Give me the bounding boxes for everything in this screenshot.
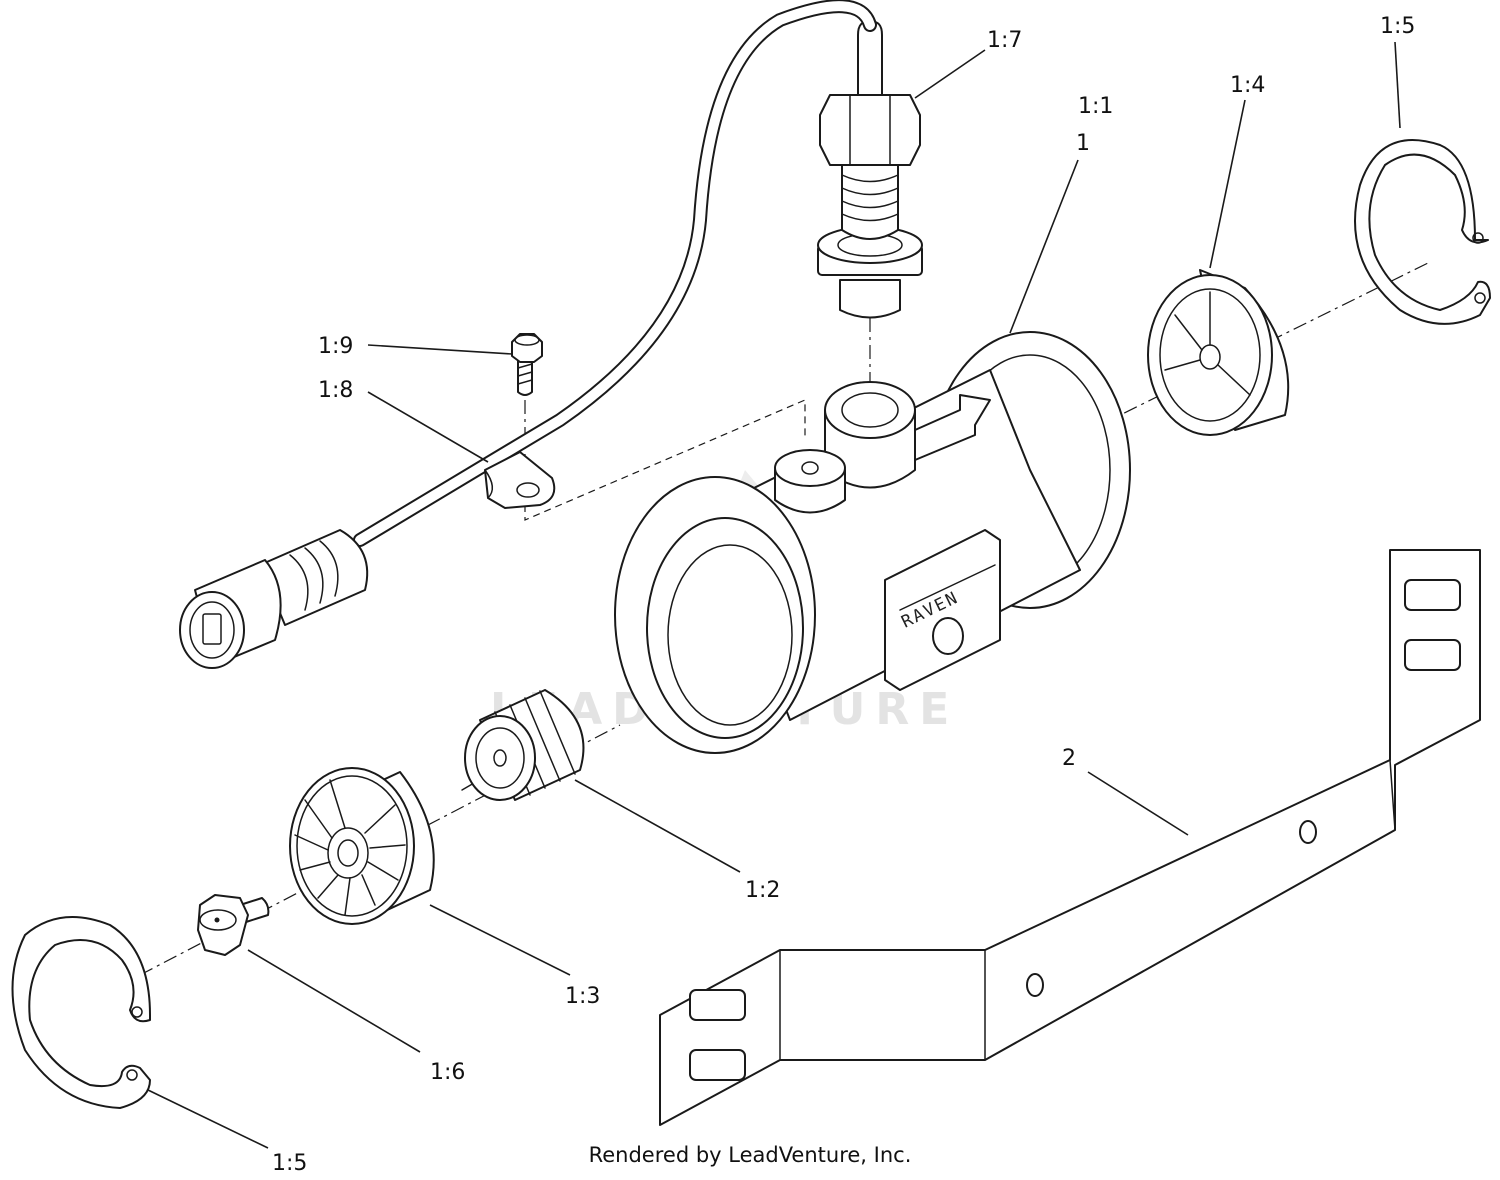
bracket-slot-icon (689, 1049, 746, 1081)
screw (511, 333, 543, 396)
callout-1-7: 1:7 (987, 28, 1022, 53)
ring-eye-icon (131, 1006, 143, 1018)
callout-labels: 1:7 1:5 1:1 1 1:4 1:9 1:8 2 1:2 1:3 1:6 … (272, 14, 1415, 1176)
callout-1-8: 1:8 (318, 378, 353, 403)
rotor-hub-upper (1147, 269, 1290, 436)
callout-1-9: 1:9 (318, 334, 353, 359)
callout-1-6: 1:6 (430, 1060, 465, 1085)
retaining-ring-lower (11, 916, 151, 1109)
flow-direction-arrow-icon (914, 394, 991, 461)
cable-clamp (484, 451, 556, 509)
render-credit: Rendered by LeadVenture, Inc. (588, 1143, 912, 1167)
callout-1-3: 1:3 (565, 984, 600, 1009)
axis-upper (1099, 261, 1431, 426)
spacer (197, 894, 270, 956)
retaining-ring-upper (1354, 139, 1491, 325)
brand-plate (884, 529, 1001, 691)
callout-1-5-bottom: 1:5 (272, 1151, 307, 1176)
turbine-rotor (461, 689, 585, 801)
flowmeter-body: RAVEN (614, 331, 1131, 754)
bracket-hole-icon (1026, 973, 1044, 997)
bracket-slot-icon (689, 989, 746, 1021)
ring-eye-icon (1474, 292, 1486, 304)
ring-eye-icon (126, 1069, 138, 1081)
cable-connector (179, 529, 369, 669)
callout-1-2: 1:2 (745, 878, 780, 903)
clamp-hidden-line (524, 399, 806, 521)
bracket (659, 549, 1481, 1126)
bracket-slot-icon (1404, 639, 1461, 671)
callout-1-1: 1:1 (1078, 94, 1113, 119)
bracket-slot-icon (1404, 579, 1461, 611)
rotor-hub-lower (289, 767, 435, 925)
bracket-hole-icon (1299, 820, 1317, 844)
callout-1-4: 1:4 (1230, 73, 1265, 98)
callout-1: 1 (1076, 131, 1090, 156)
leader-lines (147, 41, 1401, 1149)
ring-eye-icon (1472, 232, 1484, 244)
callout-2: 2 (1062, 746, 1076, 771)
callout-1-5-top: 1:5 (1380, 14, 1415, 39)
speed-sensor (817, 20, 923, 319)
plate-hole-icon (932, 617, 964, 655)
